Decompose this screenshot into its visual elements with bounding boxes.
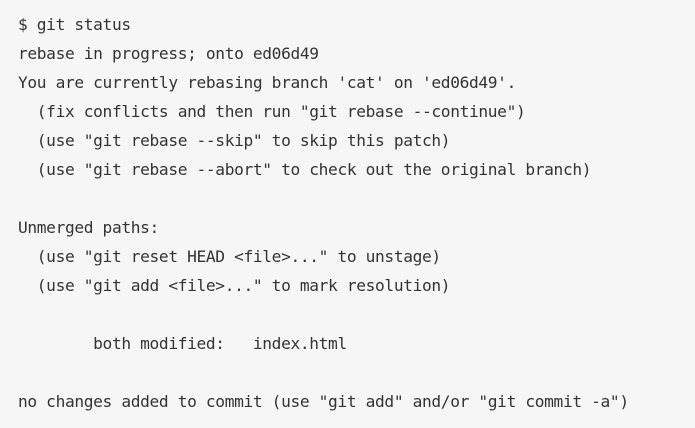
blank-line xyxy=(18,300,695,329)
both-modified-file-line: both modified: index.html xyxy=(18,334,347,353)
unmerged-paths-heading: Unmerged paths: xyxy=(18,218,159,237)
current-branch-line: You are currently rebasing branch 'cat' … xyxy=(18,73,516,92)
blank-line xyxy=(18,358,695,387)
blank-line xyxy=(18,184,695,213)
hint-skip-line: (use "git rebase --skip" to skip this pa… xyxy=(18,131,451,150)
hint-unstage-line: (use "git reset HEAD <file>..." to unsta… xyxy=(18,247,441,266)
rebase-status-line: rebase in progress; onto ed06d49 xyxy=(18,44,319,63)
hint-continue-line: (fix conflicts and then run "git rebase … xyxy=(18,102,526,121)
hint-abort-line: (use "git rebase --abort" to check out t… xyxy=(18,160,592,179)
no-changes-line: no changes added to commit (use "git add… xyxy=(18,392,629,411)
command-line: $ git status xyxy=(18,15,131,34)
hint-mark-resolution-line: (use "git add <file>..." to mark resolut… xyxy=(18,276,451,295)
